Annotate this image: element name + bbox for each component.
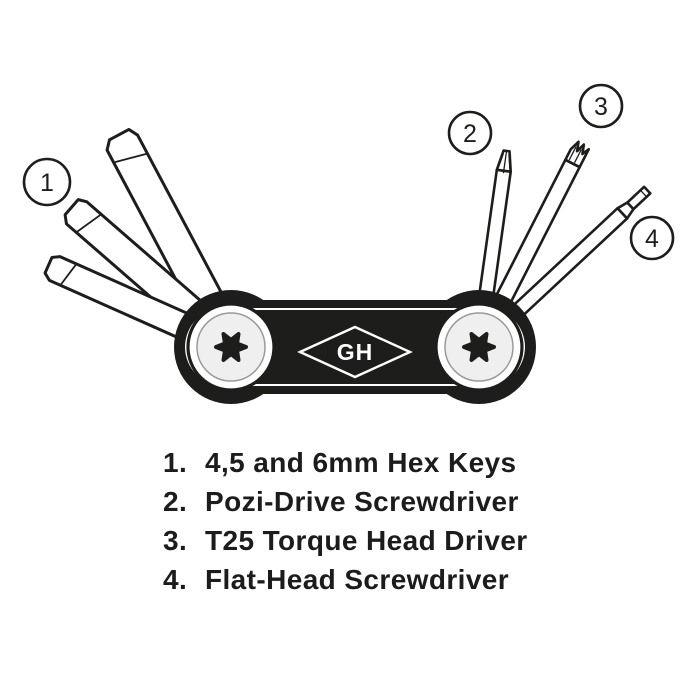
- callout-1: 1: [22, 157, 72, 207]
- legend-list: 1. 4,5 and 6mm Hex Keys 2. Pozi-Drive Sc…: [163, 447, 528, 603]
- left-pivot-screw: [186, 302, 276, 392]
- brand-logo: GH: [297, 325, 413, 379]
- legend-item-number: 4.: [163, 564, 188, 595]
- t25-torx-tip: [564, 140, 591, 169]
- callout-4-circle: [629, 215, 675, 261]
- callout-2-circle: [447, 110, 493, 156]
- legend-item-t25-torque: 3. T25 Torque Head Driver: [163, 525, 528, 564]
- left-torx-star-icon: [214, 332, 248, 362]
- legend-item-label: Flat-Head Screwdriver: [205, 564, 510, 595]
- hex-key-6mm-chamfer-line: [112, 152, 149, 164]
- callout-3: 3: [578, 83, 624, 129]
- flat-blade: [626, 185, 652, 211]
- legend-item-flat-head: 4. Flat-Head Screwdriver: [163, 564, 528, 603]
- legend-item-hex-keys: 1. 4,5 and 6mm Hex Keys: [163, 447, 528, 486]
- callout-4-number: 4: [645, 225, 659, 253]
- callout-1-number: 1: [40, 169, 54, 197]
- callout-2: 2: [447, 110, 493, 156]
- body-inner-highlight: [185, 308, 525, 386]
- legend-item-number: 1.: [163, 447, 188, 478]
- logo-text: GH: [337, 339, 374, 365]
- hex-key-4mm-chamfer-line: [59, 263, 78, 287]
- hex-key-5mm-chamfer-line: [75, 213, 103, 234]
- flat-blade-grind-line: [639, 189, 648, 198]
- t25-tip-serration-lines: [568, 146, 582, 164]
- pozi-cross-flutes: [497, 151, 511, 174]
- legend-item-number: 3.: [163, 525, 188, 556]
- pozi-tip: [495, 149, 513, 174]
- right-torx-star-icon: [462, 332, 496, 362]
- callout-3-circle: [578, 83, 624, 129]
- legend-item-label: T25 Torque Head Driver: [205, 525, 528, 556]
- legend-item-label: Pozi-Drive Screwdriver: [205, 486, 519, 517]
- logo-diamond-outline: [297, 325, 413, 379]
- callout-4: 4: [629, 215, 675, 261]
- right-pivot-screw: [434, 302, 524, 392]
- callout-1-circle: [22, 157, 72, 207]
- legend-item-label: 4,5 and 6mm Hex Keys: [205, 447, 517, 478]
- callout-2-number: 2: [463, 120, 477, 148]
- legend-item-pozi-drive: 2. Pozi-Drive Screwdriver: [163, 486, 528, 525]
- legend-item-number: 2.: [163, 486, 188, 517]
- callout-3-number: 3: [594, 93, 608, 121]
